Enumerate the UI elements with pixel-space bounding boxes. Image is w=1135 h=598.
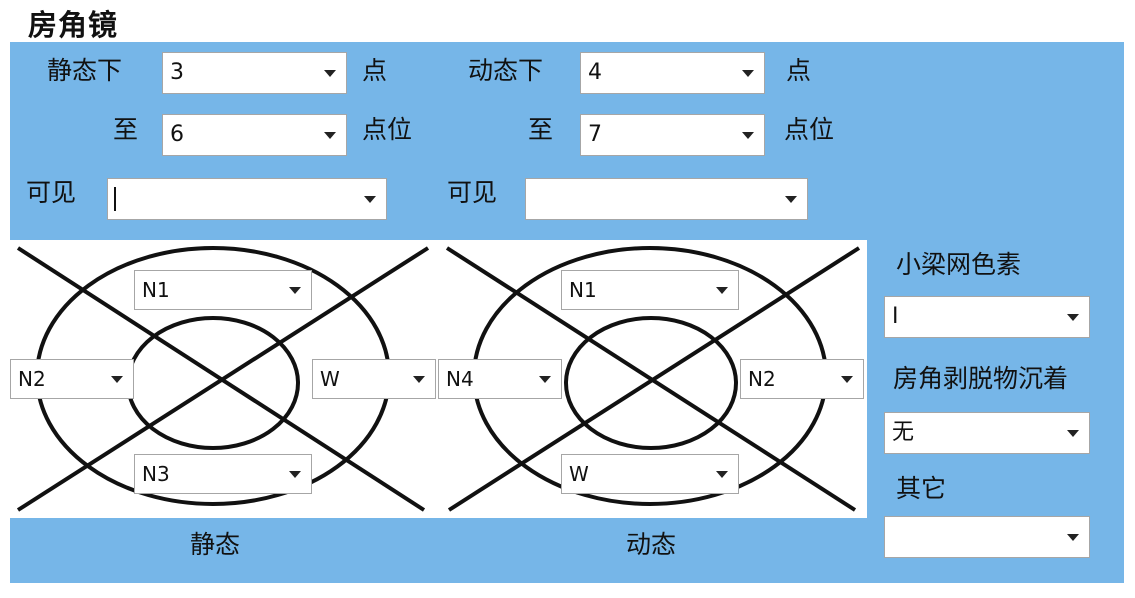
static-position-label: 点位 [362, 115, 413, 144]
other-select[interactable] [884, 516, 1090, 558]
static-bottom-select[interactable]: N3 [134, 454, 312, 494]
static-right-select[interactable]: W [312, 359, 436, 399]
static-visible-label: 可见 [26, 178, 77, 207]
dynamic-to-select[interactable]: 7 [580, 114, 765, 156]
static-to-value: 6 [170, 122, 184, 147]
chevron-down-icon[interactable] [1067, 534, 1079, 541]
text-cursor [114, 187, 116, 211]
static-label: 静态下 [47, 56, 123, 85]
dynamic-position-label: 点位 [784, 115, 835, 144]
trabecular-pigment-label: 小梁网色素 [896, 250, 1022, 279]
trabecular-pigment-select[interactable]: I [884, 296, 1090, 338]
static-left-select[interactable]: N2 [10, 359, 134, 399]
angle-deposit-select[interactable]: 无 [884, 412, 1090, 454]
chevron-down-icon[interactable] [289, 471, 301, 478]
chevron-down-icon[interactable] [1067, 430, 1079, 437]
dynamic-label: 动态下 [468, 56, 544, 85]
chevron-down-icon[interactable] [1067, 314, 1079, 321]
static-from-value: 3 [170, 60, 184, 85]
chevron-down-icon[interactable] [539, 376, 551, 383]
static-top-value: N1 [142, 278, 170, 302]
chevron-down-icon[interactable] [716, 287, 728, 294]
dynamic-bottom-value: W [569, 462, 589, 486]
chevron-down-icon[interactable] [324, 132, 336, 139]
static-caption: 静态 [190, 530, 241, 559]
dynamic-bottom-select[interactable]: W [561, 454, 739, 494]
chevron-down-icon[interactable] [716, 471, 728, 478]
angle-deposit-value: 无 [892, 420, 915, 445]
dynamic-left-value: N4 [446, 367, 474, 391]
dynamic-to-label: 至 [528, 115, 554, 144]
dynamic-unit-label: 点 [786, 56, 812, 85]
static-visible-input[interactable] [107, 178, 387, 220]
dynamic-top-select[interactable]: N1 [561, 270, 739, 310]
dynamic-from-select[interactable]: 4 [580, 52, 765, 94]
dynamic-caption: 动态 [626, 530, 677, 559]
chevron-down-icon[interactable] [413, 376, 425, 383]
chevron-down-icon[interactable] [841, 376, 853, 383]
chevron-down-icon[interactable] [785, 196, 797, 203]
static-bottom-value: N3 [142, 462, 170, 486]
other-label: 其它 [896, 474, 947, 503]
chevron-down-icon[interactable] [324, 70, 336, 77]
dynamic-visible-input[interactable] [525, 178, 808, 220]
dynamic-right-select[interactable]: N2 [740, 359, 864, 399]
static-top-select[interactable]: N1 [134, 270, 312, 310]
dynamic-visible-label: 可见 [447, 178, 498, 207]
angle-deposit-label: 房角剥脱物沉着 [893, 364, 1069, 393]
static-to-label: 至 [113, 115, 139, 144]
static-right-value: W [320, 367, 340, 391]
chevron-down-icon[interactable] [742, 132, 754, 139]
static-from-select[interactable]: 3 [162, 52, 347, 94]
static-left-value: N2 [18, 367, 46, 391]
page-title: 房角镜 [28, 8, 119, 42]
dynamic-left-select[interactable]: N4 [438, 359, 562, 399]
chevron-down-icon[interactable] [289, 287, 301, 294]
chevron-down-icon[interactable] [111, 376, 123, 383]
trabecular-pigment-value: I [892, 304, 899, 329]
dynamic-to-value: 7 [588, 122, 602, 147]
static-unit-label: 点 [362, 56, 388, 85]
static-to-select[interactable]: 6 [162, 114, 347, 156]
chevron-down-icon[interactable] [364, 196, 376, 203]
dynamic-right-value: N2 [748, 367, 776, 391]
dynamic-from-value: 4 [588, 60, 602, 85]
dynamic-top-value: N1 [569, 278, 597, 302]
chevron-down-icon[interactable] [742, 70, 754, 77]
